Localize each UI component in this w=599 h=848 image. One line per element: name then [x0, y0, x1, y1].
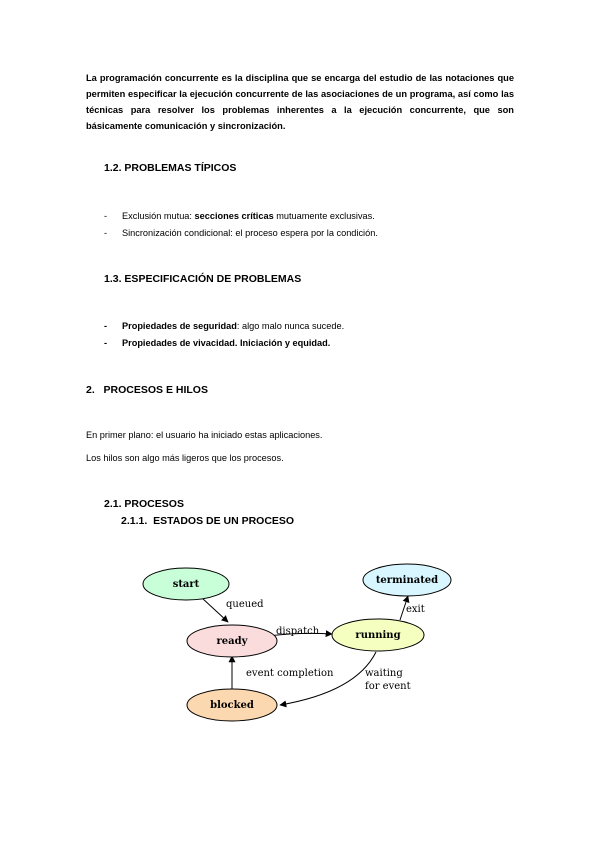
bullet-dash: -	[104, 338, 108, 348]
list-problemas-tipicos: - Exclusión mutua: secciones críticas mu…	[104, 208, 378, 242]
edge-label-waiting: waiting	[365, 668, 403, 679]
list-item: - Propiedades de seguridad: algo malo nu…	[104, 318, 344, 335]
edge-running-terminated	[399, 595, 410, 621]
paragraph-hilos: Los hilos son algo más ligeros que los p…	[86, 453, 284, 463]
item-text-tail: : algo malo nunca sucede.	[236, 321, 345, 331]
edge-label-dispatch: dispatch	[276, 626, 320, 637]
bullet-dash: -	[104, 211, 108, 221]
edge-label-for-event: for event	[365, 681, 411, 692]
node-terminated-label: terminated	[376, 575, 438, 586]
edge-label-event-completion: event completion	[246, 668, 334, 679]
edge-label-exit: exit	[406, 604, 425, 615]
bullet-dash: -	[104, 321, 108, 331]
node-blocked-shape	[186, 688, 278, 722]
edge-label-queued: queued	[226, 599, 264, 610]
item-bold-text: Propiedades de seguridad	[122, 321, 237, 331]
list-item: - Exclusión mutua: secciones críticas mu…	[104, 208, 378, 225]
item-text: Sincronización condicional: el proceso e…	[122, 228, 378, 238]
edge-start-ready	[201, 597, 229, 623]
item-text: Exclusión mutua:	[122, 211, 195, 221]
heading-estados-proceso: 2.1.1. ESTADOS DE UN PROCESO	[121, 515, 295, 527]
list-item: - Propiedades de vivacidad. Iniciación y…	[104, 335, 344, 352]
node-ready: ready	[186, 624, 278, 658]
node-ready-label: ready	[217, 636, 249, 647]
node-terminated: terminated	[362, 563, 452, 597]
heading-procesos: 2.1. PROCESOS	[104, 498, 184, 510]
node-blocked: blocked	[186, 688, 278, 722]
item-text-tail: mutuamente exclusivas.	[273, 211, 375, 221]
item-bold-text: secciones críticas	[194, 211, 274, 221]
list-item: - Sincronización condicional: el proceso…	[104, 225, 378, 242]
intro-paragraph: La programación concurrente es la discip…	[86, 73, 514, 131]
node-blocked-label: blocked	[210, 700, 254, 711]
list-especificacion: - Propiedades de seguridad: algo malo nu…	[104, 318, 344, 352]
node-running-label: running	[355, 630, 400, 641]
node-start-label: start	[173, 579, 200, 590]
heading-procesos-hilos: 2. PROCESOS E HILOS	[86, 384, 208, 396]
paragraph-primer-plano: En primer plano: el usuario ha iniciado …	[86, 430, 323, 440]
node-ready-shape	[186, 624, 278, 658]
node-terminated-shape	[362, 563, 452, 597]
process-states-diagram: start ready running terminated blocked q…	[142, 563, 452, 722]
node-start: start	[142, 567, 230, 601]
heading-especificacion: 1.3. ESPECIFICACIÓN DE PROBLEMAS	[104, 273, 302, 285]
node-start-shape	[142, 567, 230, 601]
bullet-dash: -	[104, 228, 108, 238]
node-running-shape	[331, 618, 425, 652]
item-bold-text: Propiedades de vivacidad. Iniciación y e…	[122, 338, 331, 348]
heading-problemas-tipicos: 1.2. PROBLEMAS TÍPICOS	[104, 162, 237, 174]
node-running: running	[331, 618, 425, 652]
edge-running-blocked	[279, 651, 377, 708]
